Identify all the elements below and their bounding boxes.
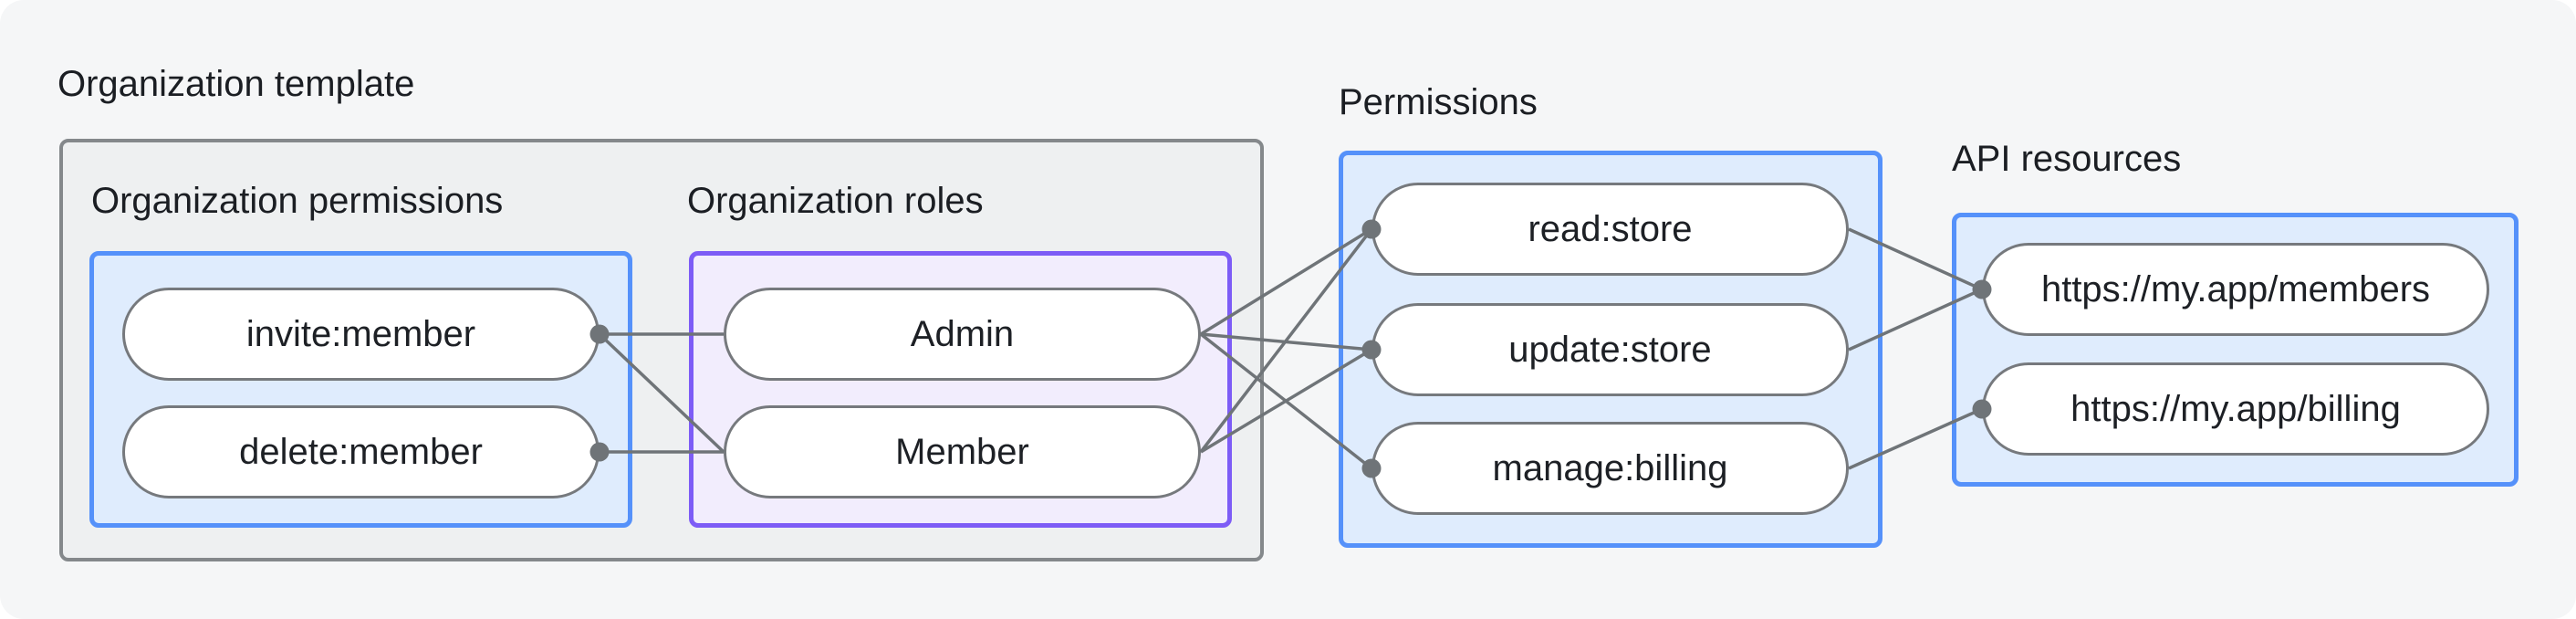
node-read-store: read:store — [1371, 183, 1849, 276]
node-delete-member: delete:member — [122, 405, 600, 498]
node-api-members-url: https://my.app/members — [1982, 243, 2489, 336]
node-manage-billing: manage:billing — [1371, 422, 1849, 515]
node-admin-role: Admin — [724, 288, 1201, 381]
organization-roles-label: Organization roles — [687, 181, 984, 221]
permissions-label: Permissions — [1339, 82, 1538, 122]
organization-template-label: Organization template — [57, 64, 415, 104]
node-member-role: Member — [724, 405, 1201, 498]
node-invite-member: invite:member — [122, 288, 600, 381]
api-resources-label: API resources — [1952, 139, 2182, 179]
organization-permissions-label: Organization permissions — [91, 181, 504, 221]
node-update-store: update:store — [1371, 303, 1849, 396]
node-api-billing-url: https://my.app/billing — [1982, 362, 2489, 456]
